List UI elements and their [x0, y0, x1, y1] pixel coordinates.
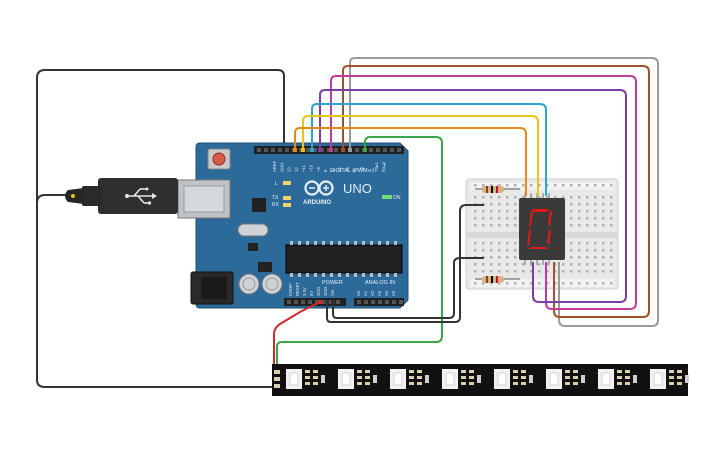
- crystal-oscillator: [237, 223, 269, 237]
- pin-label: 13: [287, 167, 292, 172]
- wire-cyan[interactable]: [311, 103, 547, 196]
- usb-chip: [252, 198, 266, 212]
- pin-label: A1: [363, 290, 368, 296]
- pin-label: GND: [279, 163, 284, 172]
- pin-label: GND: [316, 287, 321, 296]
- usb-cable-wire[interactable]: [36, 194, 273, 388]
- wire-endpoints: [293, 148, 367, 304]
- neopixel-led[interactable]: [338, 369, 377, 389]
- pin-label: RESET: [295, 282, 300, 296]
- pin-label: 7: [330, 169, 335, 172]
- pin-label: 4: [352, 169, 357, 172]
- wire-brown[interactable]: [342, 65, 650, 318]
- wire-yellow[interactable]: [302, 115, 539, 196]
- pin-label: 3.3V: [302, 287, 307, 296]
- capacitor-2: [261, 273, 283, 295]
- neopixel-led[interactable]: [442, 369, 481, 389]
- wire-gray[interactable]: [349, 57, 659, 327]
- pin-label: A2: [370, 290, 375, 296]
- pin-label: A0: [356, 290, 361, 296]
- usb-symbol-icon: [125, 187, 157, 205]
- pin-label: 5V: [309, 291, 314, 296]
- neopixel-led[interactable]: [286, 369, 325, 389]
- wire-magenta[interactable]: [330, 75, 637, 310]
- neopixel-strip[interactable]: [272, 364, 689, 396]
- label-on: ON: [393, 195, 401, 201]
- wire-green[interactable]: [276, 136, 443, 366]
- label-rx: RX: [272, 202, 280, 208]
- pin-label: IOREF: [288, 283, 293, 296]
- usb-connector: [177, 179, 231, 219]
- small-ic: [248, 243, 258, 251]
- power-label: POWER: [322, 280, 343, 286]
- pin-label: A4: [384, 290, 389, 296]
- resistor-bottom[interactable]: [475, 276, 520, 283]
- wire-purple[interactable]: [319, 89, 627, 303]
- pin-label: 2: [367, 169, 372, 172]
- resistor-top[interactable]: [475, 186, 520, 193]
- model-text: UNO: [343, 181, 372, 196]
- usb-cable-loop-top[interactable]: [36, 69, 285, 203]
- neopixel-led[interactable]: [546, 369, 585, 389]
- pin-label: ~9: [316, 167, 321, 172]
- digital-label: DIGITAL (PWM ~): [330, 168, 374, 174]
- microcontroller-chip: [285, 241, 403, 277]
- seven-segment-display[interactable]: [519, 193, 565, 265]
- analog-label: ANALOG IN: [365, 280, 395, 286]
- status-leds: [283, 181, 291, 207]
- neopixel-led[interactable]: [494, 369, 533, 389]
- pin-label: ~3: [360, 167, 365, 172]
- arduino-logo: [304, 180, 334, 196]
- segment-digit-0: [527, 209, 552, 249]
- power-jack: [190, 271, 234, 305]
- pin-label: ~5: [345, 167, 350, 172]
- reset-button[interactable]: [207, 148, 231, 170]
- pin-label: ~11: [301, 165, 306, 172]
- usb-plug[interactable]: [65, 178, 178, 214]
- pin-label: A5: [391, 290, 396, 296]
- pin-label: GND: [323, 287, 328, 296]
- pin-label: TX▸1: [374, 162, 379, 172]
- wire-black-gnd-1[interactable]: [326, 204, 484, 323]
- pin-label: ~6: [338, 167, 343, 172]
- regulator: [258, 262, 272, 272]
- brand-text: ARDUINO: [303, 200, 331, 206]
- pin-label: Vin: [330, 289, 335, 296]
- pin-label: RX◂0: [382, 161, 387, 172]
- on-led: [382, 195, 392, 199]
- wire-black-gnd-2[interactable]: [332, 257, 484, 319]
- label-l: L: [275, 181, 278, 187]
- analog-header[interactable]: [354, 298, 404, 306]
- pin-label: 12: [294, 167, 299, 172]
- neopixel-led[interactable]: [390, 369, 429, 389]
- neopixel-led[interactable]: [598, 369, 637, 389]
- pin-label: AREF: [272, 160, 277, 172]
- wire-red-5v[interactable]: [273, 301, 321, 366]
- capacitor-1: [238, 273, 260, 295]
- wire-orange[interactable]: [294, 127, 527, 196]
- neopixel-led[interactable]: [650, 369, 689, 389]
- pin-label: 8: [323, 169, 328, 172]
- pin-label: ~10: [309, 164, 314, 172]
- label-tx: TX: [272, 195, 279, 201]
- pin-label: A3: [377, 290, 382, 296]
